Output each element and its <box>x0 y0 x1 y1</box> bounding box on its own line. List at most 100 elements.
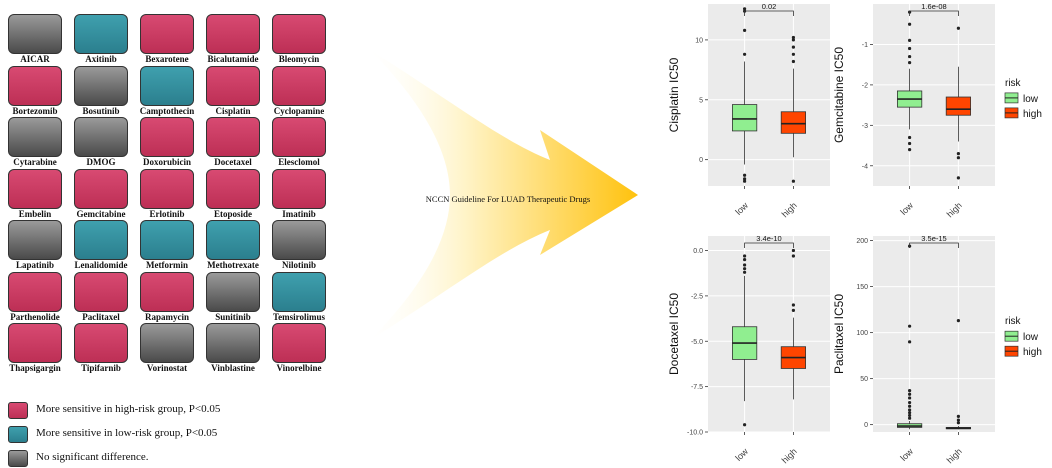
drug-name: Rapamycin <box>144 311 189 322</box>
drug-cell: Vorinostat <box>134 319 200 374</box>
outlier-point <box>791 45 795 49</box>
drug-name: Elesclomol <box>278 157 320 167</box>
outlier-point <box>908 408 912 412</box>
y-tick-label: 0 <box>699 157 703 164</box>
drug-name: Erlotinib <box>149 208 185 219</box>
outlier-point <box>791 254 795 258</box>
drug-name: Embelin <box>18 208 52 219</box>
drug-cell: Gemcitabine <box>68 165 134 220</box>
drug-name: Bosutinib <box>82 105 120 116</box>
risk-legend-title: risk <box>1005 316 1022 327</box>
drug-tile-hi <box>272 65 326 106</box>
p-value-label: 1.6e-08 <box>921 2 946 11</box>
drug-tile-ns <box>8 117 62 157</box>
drug-name: Temsirolimus <box>272 311 325 322</box>
drug-cell: Doxorubicin <box>134 113 200 168</box>
y-tick-label: -2.5 <box>691 293 703 300</box>
risk-legend-label: high <box>1023 109 1042 120</box>
drug-tile-hi <box>8 271 62 312</box>
drug-cell: Vinblastine <box>200 319 266 374</box>
significance-bracket <box>744 10 794 16</box>
drug-tile-hi <box>8 65 62 106</box>
y-tick-label: -1 <box>862 42 868 49</box>
y-tick-label: -10.0 <box>687 430 703 437</box>
legend-label-low: More sensitive in low-risk group, P<0.05 <box>36 427 218 439</box>
drug-tile-ns <box>206 271 260 312</box>
significance-bracket <box>909 242 959 248</box>
outlier-point <box>956 152 960 156</box>
outlier-point <box>908 400 912 405</box>
outlier-point <box>791 179 795 183</box>
legend-swatch-ns <box>8 450 28 467</box>
outlier-point <box>956 418 960 422</box>
drug-cell: Bosutinib <box>68 62 134 117</box>
drug-tile-lo <box>206 220 260 260</box>
y-tick-label: 0.0 <box>693 248 703 255</box>
outlier-point <box>743 263 747 267</box>
drug-tile-hi <box>272 323 326 363</box>
outlier-point <box>743 177 747 181</box>
drug-cell: Nilotinib <box>266 216 332 271</box>
outlier-point <box>743 267 747 271</box>
arrow-label: NCCN Guideline For LUAD Therapeutic Drug… <box>426 194 590 204</box>
drug-tile-ns <box>8 220 62 260</box>
plot-background <box>873 236 995 432</box>
drug-cell: Cytarabine <box>2 113 68 168</box>
outlier-point <box>956 414 960 418</box>
drug-cell: Imatinib <box>266 165 332 220</box>
drug-name: Vinblastine <box>211 363 255 373</box>
drug-cell: Cisplatin <box>200 62 266 117</box>
drug-cell: Thapsigargin <box>2 319 68 374</box>
outlier-point <box>908 61 912 65</box>
outlier-point <box>956 176 960 180</box>
risk-legend-label: low <box>1023 332 1039 343</box>
outlier-point <box>791 52 795 56</box>
legend-label-ns: No significant difference. <box>36 451 149 463</box>
plot-background <box>708 236 830 432</box>
drug-tile-ns <box>8 14 62 54</box>
outlier-point <box>743 7 747 11</box>
x-tick-label: high <box>945 446 964 465</box>
drug-tile-hi <box>74 168 128 209</box>
drug-cell: Axitinib <box>68 10 134 65</box>
drug-cell: Temsirolimus <box>266 268 332 323</box>
outlier-point <box>956 156 960 160</box>
drug-tile-hi <box>74 323 128 363</box>
drug-tile-hi <box>206 168 260 209</box>
drug-name: Nilotinib <box>281 260 316 270</box>
outlier-point <box>908 388 912 393</box>
drug-cell: Rapamycin <box>134 268 200 323</box>
drug-tile-hi <box>140 117 194 157</box>
drug-name: Thapsigargin <box>9 363 61 373</box>
drug-cell: Erlotinib <box>134 165 200 220</box>
outlier-point <box>743 52 747 56</box>
outlier-point <box>908 38 912 43</box>
x-tick-label: low <box>898 200 915 217</box>
outlier-point <box>791 303 795 307</box>
p-value-label: 0.02 <box>762 2 777 11</box>
significance-bracket <box>744 242 794 248</box>
y-tick-label: 0 <box>864 422 868 429</box>
drug-tile-lo <box>74 220 128 260</box>
outlier-point <box>908 411 912 415</box>
drug-cell: Vinorelbine <box>266 319 332 374</box>
outlier-point <box>956 26 960 30</box>
y-tick-label: 150 <box>856 284 868 291</box>
drug-name: Cisplatin <box>215 105 251 116</box>
legend-swatch-high <box>8 402 28 419</box>
outlier-point <box>908 324 912 328</box>
drug-tile-lo <box>74 14 128 54</box>
drug-name: Axitinib <box>85 54 117 64</box>
drug-tile-hi <box>8 168 62 209</box>
guideline-arrow: NCCN Guideline For LUAD Therapeutic Drug… <box>370 50 638 340</box>
sensitivity-legend: More sensitive in high-risk group, P<0.0… <box>8 400 308 467</box>
outlier-point <box>908 413 912 418</box>
outlier-point <box>908 416 912 420</box>
outlier-point <box>743 270 747 274</box>
y-tick-label: 100 <box>856 330 868 337</box>
legend-swatch-low <box>8 426 28 443</box>
box-high <box>945 96 972 116</box>
